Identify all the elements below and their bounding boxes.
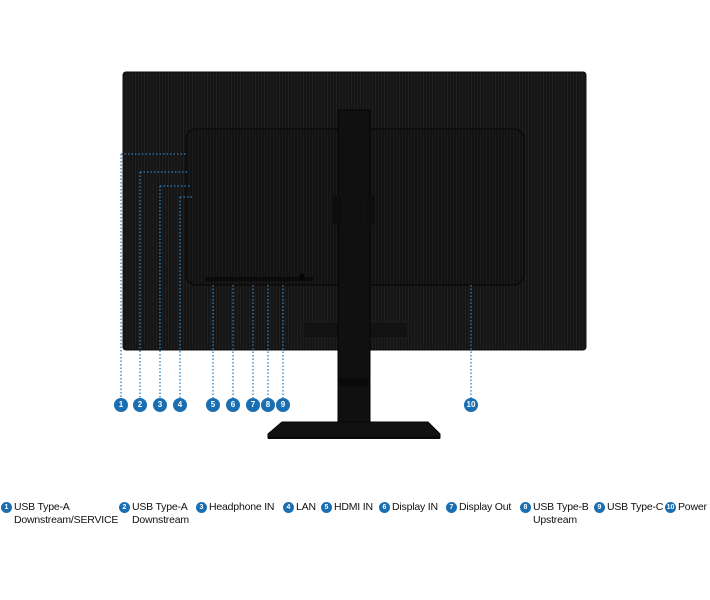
legend-badge-7: 7 xyxy=(446,502,457,513)
legend-badge-2: 2 xyxy=(119,502,130,513)
legend-item-10: 10 Power xyxy=(665,501,707,514)
legend-label-5: HDMI IN xyxy=(334,501,373,513)
legend-badge-1: 1 xyxy=(1,502,12,513)
legend-label-2: USB Type-A Downstream xyxy=(132,501,189,526)
stand-base xyxy=(267,421,441,439)
port-marker-1: 1 xyxy=(114,398,128,412)
legend-label-6: Display IN xyxy=(392,501,438,513)
legend-badge-6: 6 xyxy=(379,502,390,513)
legend-badge-3: 3 xyxy=(196,502,207,513)
legend-item-2: 2 USB Type-A Downstream xyxy=(119,501,189,527)
port-marker-2: 2 xyxy=(133,398,147,412)
legend-badge-10: 10 xyxy=(665,502,676,513)
legend-item-8: 8 USB Type-B Upstream xyxy=(520,501,589,527)
port-marker-3: 3 xyxy=(153,398,167,412)
legend-label-8: USB Type-B Upstream xyxy=(533,501,589,526)
monitor-back-illustration xyxy=(120,71,587,439)
legend-item-6: 6 Display IN xyxy=(379,501,438,514)
port-marker-9: 9 xyxy=(276,398,290,412)
callout-lines xyxy=(120,153,472,398)
legend-item-4: 4 LAN xyxy=(283,501,316,514)
stand-column xyxy=(337,109,371,429)
port-marker-8: 8 xyxy=(261,398,275,412)
legend-label-10: Power xyxy=(678,501,707,513)
legend-item-9: 9 USB Type-C xyxy=(594,501,663,514)
legend-item-1: 1 USB Type-A Downstream/SERVICE xyxy=(1,501,118,527)
port-marker-10: 10 xyxy=(464,398,478,412)
legend-badge-4: 4 xyxy=(283,502,294,513)
legend-item-5: 5 HDMI IN xyxy=(321,501,373,514)
port-marker-4: 4 xyxy=(173,398,187,412)
port-marker-7: 7 xyxy=(246,398,260,412)
legend-badge-5: 5 xyxy=(321,502,332,513)
legend-badge-8: 8 xyxy=(520,502,531,513)
legend-item-3: 3 Headphone IN xyxy=(196,501,275,514)
legend-label-9: USB Type-C xyxy=(607,501,664,513)
port-marker-5: 5 xyxy=(206,398,220,412)
legend-item-7: 7 Display Out xyxy=(446,501,511,514)
port-legend: 1 USB Type-A Downstream/SERVICE 2 USB Ty… xyxy=(0,501,710,541)
port-marker-6: 6 xyxy=(226,398,240,412)
monitor-diagram: 1 2 3 4 5 6 7 8 9 10 xyxy=(114,71,587,439)
legend-label-7: Display Out xyxy=(459,501,512,513)
legend-label-3: Headphone IN xyxy=(209,501,275,513)
legend-label-4: LAN xyxy=(296,501,316,513)
legend-label-1: USB Type-A Downstream/SERVICE xyxy=(14,501,119,526)
legend-badge-9: 9 xyxy=(594,502,605,513)
